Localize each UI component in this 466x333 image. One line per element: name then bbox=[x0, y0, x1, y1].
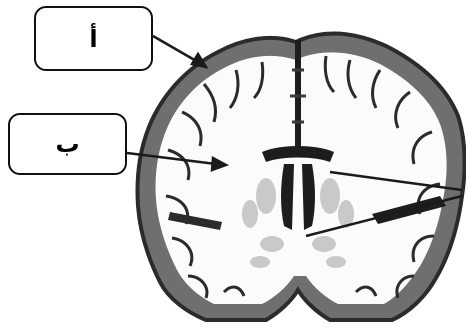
lateral-ventricle-left bbox=[281, 164, 294, 230]
arrows bbox=[126, 34, 463, 238]
lateral-ventricle-right bbox=[302, 164, 315, 230]
label-b-box: ب bbox=[8, 113, 127, 175]
label-b-text: ب bbox=[55, 130, 80, 158]
sulci bbox=[165, 55, 441, 299]
arrow-right-lower bbox=[305, 194, 463, 238]
white-matter bbox=[155, 52, 447, 305]
arrow-a-line bbox=[152, 34, 199, 64]
deep-nuclei bbox=[242, 178, 354, 268]
arrow-b-line bbox=[126, 151, 217, 166]
arrow-b-head bbox=[210, 155, 230, 172]
arrow-a-head bbox=[190, 51, 209, 69]
sylvian-fissure-left bbox=[168, 212, 222, 230]
label-a-text: أ bbox=[89, 24, 98, 53]
corpus-callosum bbox=[262, 146, 334, 162]
label-a-box: أ bbox=[34, 6, 153, 71]
arrow-right-upper bbox=[329, 170, 463, 192]
brain-section bbox=[135, 31, 466, 322]
